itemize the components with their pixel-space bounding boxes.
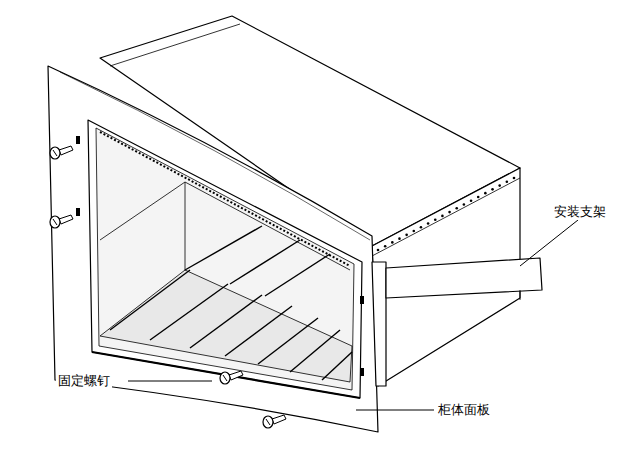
panel-opening	[88, 120, 362, 398]
bracket-edge	[520, 290, 521, 300]
top-rail	[100, 132, 350, 266]
fixing-screw	[263, 415, 286, 428]
perforation	[506, 180, 509, 183]
perforation	[441, 215, 444, 218]
bottom-frame	[100, 270, 352, 382]
bottom-rail	[92, 352, 360, 398]
perforation	[491, 188, 494, 191]
perforations	[76, 136, 515, 376]
back-frame	[100, 182, 350, 270]
screw-slot	[53, 150, 57, 156]
front-panel	[48, 66, 378, 432]
perforation	[448, 211, 451, 214]
screw-shaft	[229, 371, 243, 380]
leader-line	[128, 381, 212, 382]
leader-line	[356, 410, 434, 411]
side-edge	[372, 178, 520, 256]
perforation	[434, 218, 437, 221]
part-label: 固定螺钉	[56, 373, 112, 389]
screw-head	[263, 416, 273, 428]
opening-inner	[96, 128, 354, 390]
leader-line	[520, 220, 578, 266]
perforation	[513, 177, 516, 180]
screws	[50, 146, 286, 428]
perforation	[455, 207, 458, 210]
perforation	[384, 245, 387, 248]
panel-hole	[76, 136, 80, 144]
screw-head	[220, 372, 230, 384]
perforation	[484, 192, 487, 195]
fixing-screw	[220, 371, 243, 384]
perforation	[427, 222, 430, 225]
screw-slot	[53, 219, 57, 225]
leader-lines	[128, 220, 578, 410]
panel-hole	[76, 208, 80, 216]
screw-shaft	[272, 415, 286, 424]
card-guides	[110, 226, 352, 380]
perforation	[377, 249, 380, 252]
perforation	[477, 196, 480, 199]
perforation	[420, 226, 423, 229]
perforation	[498, 184, 501, 187]
part-label: 安装支架	[552, 204, 608, 220]
fixing-screw	[50, 215, 73, 228]
screw-head	[50, 216, 60, 228]
screw-head	[50, 147, 60, 159]
perforation	[398, 237, 401, 240]
perforation	[470, 199, 473, 202]
screw-slot	[223, 375, 227, 381]
bracket-flange	[372, 262, 386, 386]
back-post	[185, 182, 186, 275]
perforation	[405, 234, 408, 237]
top-edge	[110, 24, 240, 66]
panel-hole	[360, 296, 364, 304]
perforation	[412, 230, 415, 233]
mounting-bracket	[386, 258, 542, 298]
panel-hole	[360, 368, 364, 376]
screw-shaft	[59, 146, 73, 155]
perforation	[391, 241, 394, 244]
part-label: 柜体面板	[436, 402, 492, 418]
fixing-screw	[50, 146, 73, 159]
screw-shaft	[59, 215, 73, 224]
perforation	[463, 203, 466, 206]
screw-slot	[266, 419, 270, 425]
